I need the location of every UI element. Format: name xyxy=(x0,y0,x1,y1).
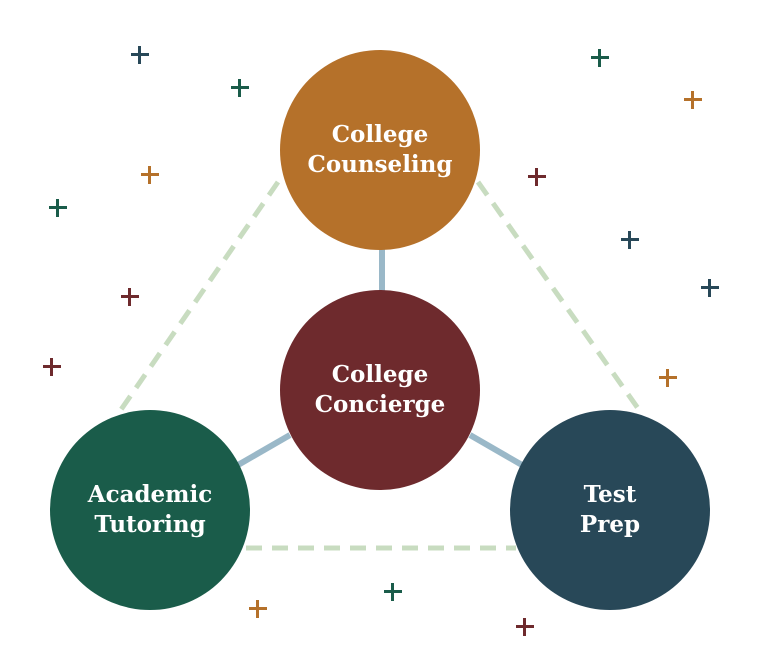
plus-icon xyxy=(516,618,534,636)
plus-icon xyxy=(701,279,719,297)
connector-left xyxy=(236,432,292,468)
label-college-counseling: College Counseling xyxy=(280,120,480,180)
node-college-concierge xyxy=(280,290,480,490)
plus-icon xyxy=(528,168,546,186)
connector-right xyxy=(468,432,524,468)
plus-icon xyxy=(43,358,61,376)
label-line: Test xyxy=(583,481,637,508)
label-line: Prep xyxy=(579,511,641,538)
plus-icon xyxy=(131,46,149,64)
plus-icon xyxy=(141,166,159,184)
plus-icon xyxy=(121,288,139,306)
plus-icon xyxy=(249,600,267,618)
plus-icon xyxy=(659,369,677,387)
node-academic-tutoring xyxy=(50,410,250,610)
plus-icon xyxy=(231,79,249,97)
node-test-prep xyxy=(510,410,710,610)
dashed-edge-left xyxy=(115,180,281,416)
label-academic-tutoring: Academic Tutoring xyxy=(50,480,250,540)
label-line: Academic xyxy=(87,481,213,508)
label-line: Concierge xyxy=(314,391,446,418)
plus-icon xyxy=(591,49,609,67)
node-college-counseling xyxy=(280,50,480,250)
label-line: College xyxy=(331,121,429,148)
dashed-edge-right xyxy=(475,180,645,416)
plus-icon xyxy=(49,199,67,217)
label-line: College xyxy=(331,361,429,388)
plus-icon xyxy=(384,583,402,601)
label-line: Tutoring xyxy=(94,511,206,538)
plus-icon xyxy=(684,91,702,109)
plus-icon xyxy=(621,231,639,249)
label-college-concierge: College Concierge xyxy=(280,360,480,420)
label-line: Counseling xyxy=(307,151,453,178)
label-test-prep: Test Prep xyxy=(510,480,710,540)
